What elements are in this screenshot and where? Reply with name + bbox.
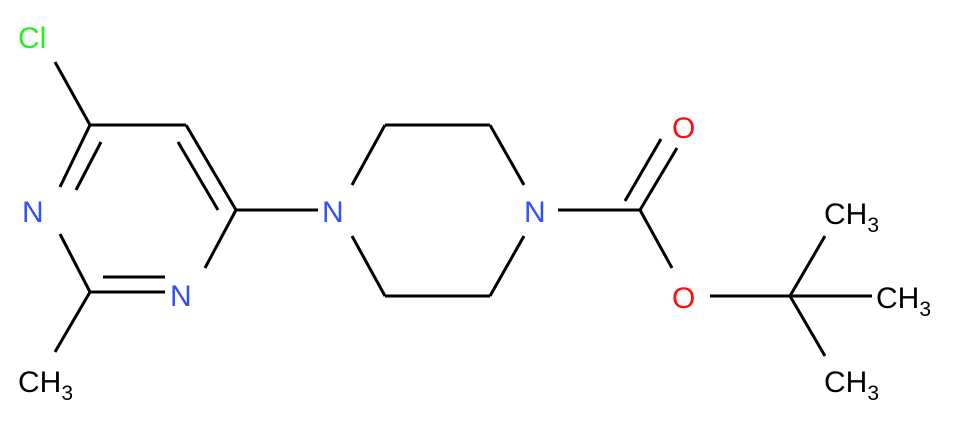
bond-c2-methyl [53,291,92,353]
atom-oxygen-carbonyl: O [672,112,695,145]
methyl-tbu-right-label: CH3 [876,282,931,321]
methyl-ring-label: CH3 [18,366,73,405]
bond-n1-c2 [58,233,92,293]
atom-nitrogen-piperazine-1: N [322,196,344,229]
atom-nitrogen-ring-2: N [170,280,192,313]
methyl-tbu-bottom-label: CH3 [824,366,879,405]
bond-carbonyl-o-inner [623,138,663,202]
bond-carbonyl-o [638,147,679,211]
atom-nitrogen-piperazine-2: N [524,196,546,229]
bond-c6-n1 [58,124,92,188]
atom-nitrogen-ring-1: N [22,196,44,229]
bond-carbonyl-oester [638,209,674,269]
bond-n3-c4 [203,209,238,269]
bond-pip-ctop-n2 [488,124,526,186]
atom-oxygen-ester: O [672,282,695,315]
atom-chlorine: Cl [18,22,46,55]
bond-ctbu-methyl-bottom [788,295,827,357]
bond-group [53,61,872,357]
bond-pip-n2-cbot [488,235,526,297]
bond-cl-c6 [53,61,92,126]
bond-pip-cbot-n1 [350,235,387,297]
bond-c4-c5-inner [176,141,220,211]
bond-c6-n1-inner [74,141,103,191]
methyl-tbu-top-label: CH3 [824,198,879,237]
atom-labels: Cl N N N N O O CH3 CH3 CH3 CH3 [18,22,931,405]
bond-ctbu-methyl-top [788,235,827,297]
bond-c4-c5 [184,124,238,211]
bond-pip-n1-ctop [350,124,387,186]
